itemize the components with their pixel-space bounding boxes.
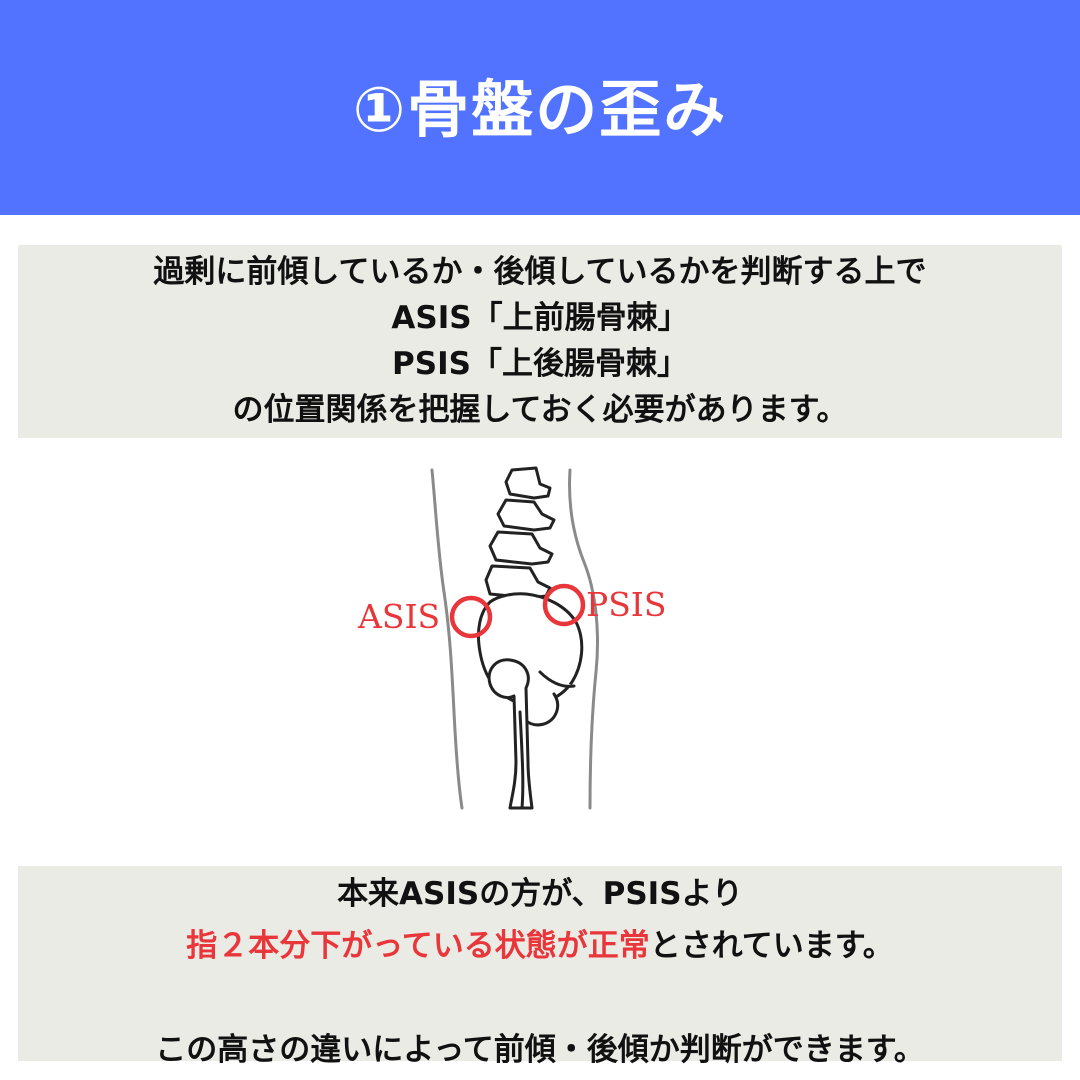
intro-line-1: 過剰に前傾しているか・後傾しているかを判断する上で <box>153 254 927 290</box>
femur-bone <box>487 658 534 810</box>
asis-label: ASIS <box>357 597 440 636</box>
pelvis-illustration: ASIS PSIS <box>340 462 740 814</box>
intro-text-box: 過剰に前傾しているか・後傾しているかを判断する上で ASIS「上前腸骨棘」 PS… <box>18 245 1062 438</box>
page-title: ①骨盤の歪み <box>352 72 728 146</box>
intro-line-2: ASIS「上前腸骨棘」 <box>391 300 689 336</box>
psis-label: PSIS <box>586 585 666 624</box>
conclusion-text-box: 本来ASISの方が、PSISより 指２本分下がっている状態が正常とされています。… <box>18 866 1062 1068</box>
intro-line-4: の位置関係を把握しておく必要があります。 <box>232 392 848 428</box>
conclusion-line-3: この高さの違いによって前傾・後傾か判断ができます。 <box>155 1032 925 1068</box>
pelvis-bone <box>476 592 584 727</box>
header-banner: ①骨盤の歪み <box>0 0 1080 215</box>
body-outline <box>430 468 599 810</box>
spine <box>484 466 556 600</box>
asis-marker <box>449 595 493 639</box>
intro-line-3: PSIS「上後腸骨棘」 <box>392 346 688 382</box>
conclusion-line-2-rest: とされています。 <box>649 928 894 964</box>
pelvis-skeleton-icon: ASIS PSIS <box>357 466 666 810</box>
conclusion-line-2: 指２本分下がっている状態が正常とされています。 <box>18 920 1062 972</box>
psis-marker <box>542 583 586 627</box>
normal-state-highlight: 指２本分下がっている状態が正常 <box>186 928 650 964</box>
conclusion-line-1: 本来ASISの方が、PSISより <box>337 876 743 912</box>
conclusion-spacer <box>18 972 1062 1024</box>
